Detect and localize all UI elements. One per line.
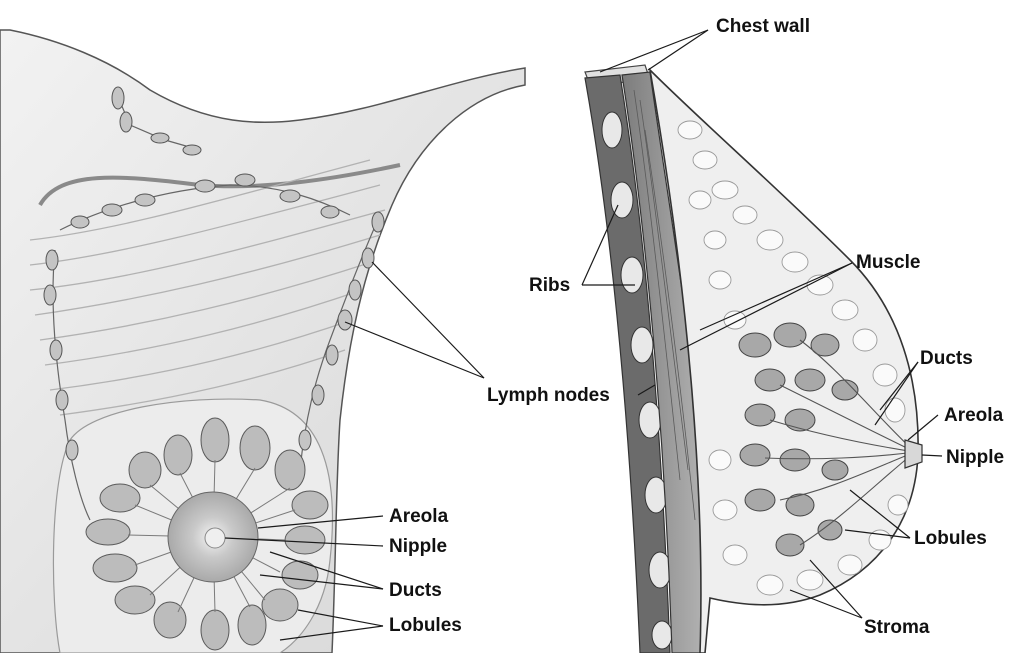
label-lobules-right: Lobules	[914, 528, 987, 549]
label-nipple-left: Nipple	[389, 536, 447, 557]
label-chest-wall: Chest wall	[716, 16, 810, 37]
label-lobules-left: Lobules	[389, 615, 462, 636]
frontal-nipple	[205, 528, 225, 548]
label-ducts-right: Ducts	[920, 348, 973, 369]
label-ribs: Ribs	[529, 275, 570, 296]
label-muscle: Muscle	[856, 252, 920, 273]
label-areola-right: Areola	[944, 405, 1004, 426]
cross-section-view	[585, 65, 922, 653]
label-areola-left: Areola	[389, 506, 449, 527]
label-stroma: Stroma	[864, 617, 930, 638]
label-nipple-right: Nipple	[946, 447, 1004, 468]
label-ducts-left: Ducts	[389, 580, 442, 601]
cross-section-nipple	[905, 440, 922, 468]
label-lymph-nodes: Lymph nodes	[487, 385, 610, 406]
